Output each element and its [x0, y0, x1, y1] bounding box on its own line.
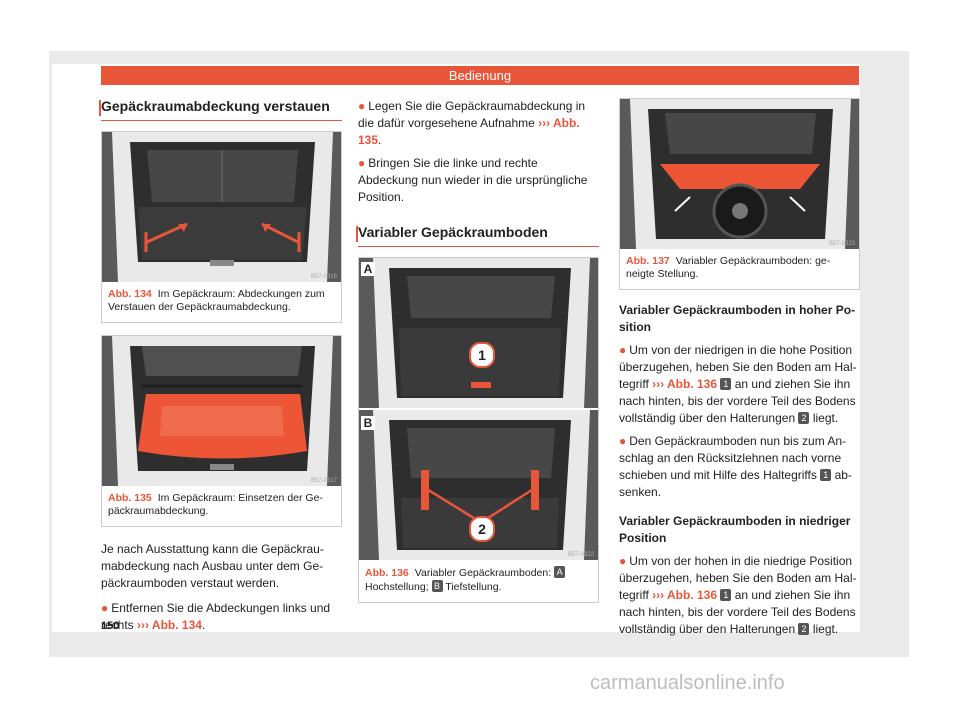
figure-ref-link[interactable]: ››› Abb. 134 [137, 618, 202, 632]
number-box-2: 2 [798, 412, 810, 424]
panel-letter-b: B [361, 416, 375, 430]
bullet-dot: ● [619, 343, 627, 357]
bullet-text-2: ab-senken. [619, 468, 852, 499]
caption-text: Im Gepäckraum: Einsetzen der Ge-päckraum… [108, 492, 323, 517]
bullet-text-2: an und ziehen Sie ihn nach hinten, bis d… [619, 588, 856, 636]
trunk-photo-135 [102, 336, 341, 486]
bullet-end: . [201, 618, 206, 632]
caption-text-c: Tiefstellung. [445, 581, 502, 593]
bullet-dot: ● [619, 434, 627, 448]
bullet-text: Bringen Sie die linke und rechte Abdecku… [358, 156, 588, 204]
figure-134-image: B57-0316 [102, 132, 341, 282]
trunk-photo-134 [102, 132, 341, 282]
page-number: 150 [101, 620, 120, 632]
bullet-text: Den Gepäckraumboden nun bis zum An-schla… [619, 434, 847, 482]
caption-text-b: Hochstellung; [365, 581, 429, 593]
figure-code: B57-0323 [828, 241, 855, 247]
watermark: carmanualsonline.info [590, 672, 785, 694]
trunk-photo-136 [359, 258, 598, 560]
figure-137-image: B57-0323 [620, 99, 859, 249]
bullet-text: Entfernen Sie die Abdeckungen links und … [101, 601, 331, 632]
number-box-1: 1 [720, 378, 732, 390]
bullet-raise-floor: ●Um von der niedrigen in die hohe Positi… [619, 342, 860, 427]
bullet-remove-covers: ●Entfernen Sie die Abdeckungen links und… [101, 600, 342, 634]
figure-ref-link[interactable]: ››› Abb. 136 [652, 377, 718, 391]
figure-code: B57-0317 [310, 478, 337, 484]
bullet-text: Um von der hohen in die niedrige Positio… [619, 554, 857, 602]
letter-box-b: B [431, 580, 443, 592]
marker-1: 1 [469, 342, 495, 368]
figure-ref-link[interactable]: ››› Abb. 136 [652, 588, 718, 602]
column-2: ●Legen Sie die Gepäckraumabdeckung in di… [356, 98, 599, 603]
figure-label: Abb. 137 [626, 255, 670, 267]
caption-text: Variabler Gepäckraumboden: [414, 567, 552, 579]
bullet-text-3: liegt. [812, 411, 839, 425]
bullet-text-3: liegt. [812, 622, 839, 636]
letter-box-a: A [554, 566, 566, 578]
caption-text: Im Gepäckraum: Abdeckungen zum Verstauen… [108, 288, 325, 313]
bullet-dot: ● [358, 156, 366, 170]
bullet-text: Legen Sie die Gepäckraumabdeckung in die… [358, 99, 586, 130]
subheading-low-position: Variabler Gepäckraumboden in niedriger P… [619, 514, 851, 545]
figure-label: Abb. 135 [108, 492, 152, 504]
chapter-header: Bedienung [101, 66, 859, 85]
bullet-text-2: an und ziehen Sie ihn nach hinten, bis d… [619, 377, 856, 425]
figure-ref-link[interactable]: ››› Abb. 135 [358, 116, 580, 147]
intro-paragraph: Je nach Ausstattung kann die Gepäckrau-m… [101, 542, 324, 590]
bullet-text: Um von der niedrigen in die hohe Positio… [619, 343, 857, 391]
figure-label: Abb. 134 [108, 288, 152, 300]
figure-code: B57-0322 [567, 552, 594, 558]
column-1: Gepäckraumabdeckung verstauen B57-0316 [99, 98, 342, 640]
trunk-photo-137 [620, 99, 859, 249]
bullet-dot: ● [619, 554, 627, 568]
section-title-variable-floor: Variabler Gepäckraumboden [356, 224, 599, 247]
bullet-end: . [378, 133, 382, 147]
figure-135-image: B57-0317 [102, 336, 341, 486]
figure-code: B57-0316 [310, 274, 337, 280]
section-title-cover-storage: Gepäckraumabdeckung verstauen [99, 98, 342, 121]
bullet-push-floor: ●Den Gepäckraumboden nun bis zum An-schl… [619, 433, 860, 501]
number-box-2: 2 [798, 623, 810, 635]
figure-136: A B 1 2 B57-0322 Abb. 136 Variabler Gepäc… [358, 257, 599, 603]
marker-2: 2 [469, 516, 495, 542]
figure-label: Abb. 136 [365, 567, 409, 579]
bullet-restore-covers: ●Bringen Sie die linke und rechte Abdeck… [358, 155, 599, 206]
bullet-lower-floor: ●Um von der hohen in die niedrige Positi… [619, 553, 860, 638]
figure-136-image: A B 1 2 B57-0322 [359, 258, 598, 560]
panel-letter-a: A [361, 262, 375, 276]
number-box-1: 1 [720, 589, 732, 601]
figure-136-caption: Abb. 136 Variabler Gepäckraumboden: A Hoc… [359, 560, 598, 602]
number-box-1: 1 [820, 469, 832, 481]
bullet-insert-cover: ●Legen Sie die Gepäckraumabdeckung in di… [358, 98, 599, 149]
bullet-dot: ● [358, 99, 366, 113]
bullet-dot: ● [101, 601, 109, 615]
subheading-high-position: Variabler Gepäckraumboden in hoher Po-si… [619, 303, 856, 334]
caption-text: Variabler Gepäckraumboden: ge-neigte Ste… [626, 255, 831, 280]
